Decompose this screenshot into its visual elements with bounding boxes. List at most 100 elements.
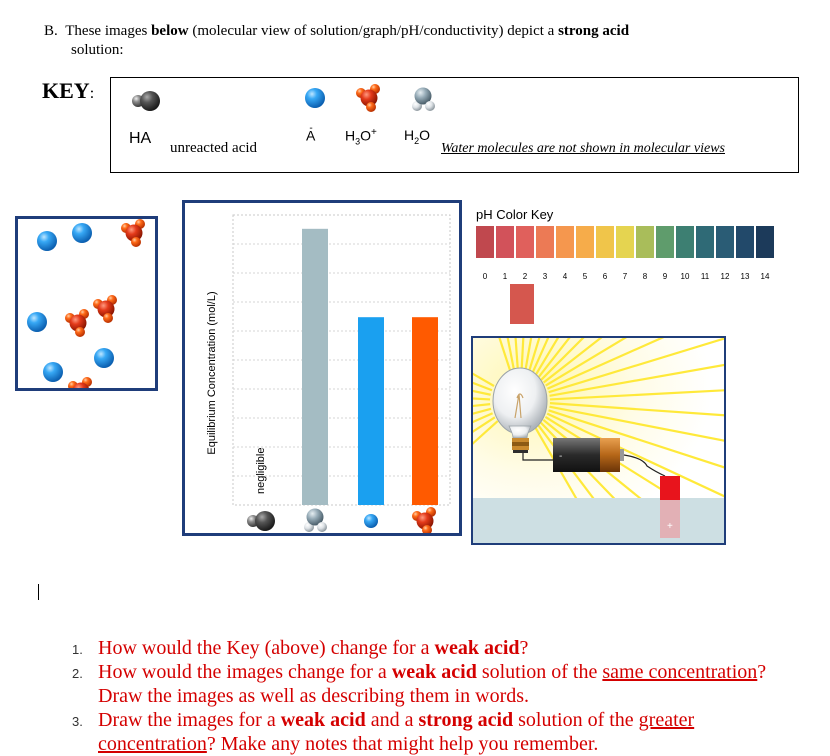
key-h3o-label: H3O+ [345,127,377,146]
question-item: 1.How would the Key (above) change for a… [72,636,812,660]
ph-swatch [656,226,674,258]
key-h2o-h: H [404,127,415,143]
light-ray [473,416,496,433]
conductivity-view: - + [471,336,726,545]
question-number: 3. [72,714,83,729]
key-a-charge: - [309,123,313,134]
question-text: solution of the [513,709,639,731]
bar-h2o [302,228,328,506]
a-minus-molecule-icon [37,231,57,251]
ph-swatch [536,226,554,258]
ph-tick-label: 2 [523,272,528,281]
key-h3o-h: H [345,127,356,144]
question-bold-below: below [151,23,189,39]
question-text: solution of the [476,661,603,683]
bar-h3o [412,317,438,505]
ph-tick-label: 6 [603,272,608,281]
question-text: and a [365,709,419,731]
electrode-plus-sign: + [667,521,673,532]
ph-swatch [716,226,734,258]
question-text: greater concentration [98,709,695,755]
ph-tick-label: 10 [681,272,690,281]
bulb-base-icon [512,438,529,453]
question-text: How would the Key (above) change for a [98,637,435,659]
key-h2o-o: O [419,127,431,143]
question-number: 2. [72,666,83,681]
ph-tick-label: 4 [563,272,568,281]
ph-swatch [476,226,494,258]
light-ray [473,420,499,445]
a-minus-axis-icon [364,514,378,528]
ph-swatch [696,226,714,258]
h2o-axis-icon [304,508,327,532]
ph-tick-label: 8 [643,272,648,281]
ph-swatch [556,226,574,258]
ph-tick-label: 11 [701,272,710,281]
ph-tick-label: 12 [721,272,730,281]
battery-minus-sign: - [559,451,562,462]
question-prefix: B. [44,23,58,39]
light-ray [549,401,724,417]
key-unreacted-label: unreacted acid [170,140,258,156]
light-ray [540,338,585,381]
question-text: ? Make any notes that might help you rem… [206,733,599,755]
key-h2o-label: H2O [404,127,430,146]
ha-molecule-icon [132,91,160,111]
question-bold-strong-acid: strong acid [558,23,630,39]
ph-swatch [516,226,534,258]
key-title-text: KEY [42,78,90,103]
ph-swatch [616,226,634,258]
h3o-molecule-icon [356,84,380,112]
ph-sample-swatch [510,284,534,324]
h3o-molecule-icon [65,309,89,337]
question-item: 2.How would the images change for a weak… [72,660,812,708]
y-axis-label: Equilibrium Concentration (mol/L) [206,291,218,454]
ph-key-title: pH Color Key [476,207,554,222]
light-ray [537,338,571,379]
light-ray [549,363,724,397]
light-ray [473,372,495,387]
question-text: weak acid [280,709,366,731]
bar-a [358,317,384,505]
key-h2o-sub: 2 [414,135,420,146]
molecular-view-canvas [27,219,145,405]
negligible-label: negligible [255,448,267,494]
light-ray [546,338,665,390]
ph-tick-label: 13 [741,272,750,281]
ha-axis-icon [247,511,275,531]
ph-tick-label: 1 [503,272,508,281]
ph-swatch [596,226,614,258]
question-text: How would the images change for a [98,661,392,683]
question-item: 3.Draw the images for a weak acid and a … [72,708,812,756]
ph-tick-label: 3 [543,272,548,281]
concentration-bar-chart: Equilibrium Concentration (mol/L) neglig… [206,214,451,535]
ph-swatch [496,226,514,258]
h3o-axis-icon [412,507,436,535]
light-ray [549,405,724,442]
conductivity-canvas: - + [473,338,724,543]
ph-tick-label: 7 [623,272,628,281]
h3o-molecule-icon [68,377,92,405]
light-ray [549,389,724,401]
ph-tick-label: 9 [663,272,668,281]
key-water-note: Water molecules are not shown in molecul… [441,141,725,156]
h3o-molecule-icon [121,219,145,247]
question-list: 1.How would the Key (above) change for a… [72,636,812,756]
question-line-2: solution: [71,42,124,58]
question-text: Draw the images for a [98,709,281,731]
ph-swatch [756,226,774,258]
light-ray [545,338,627,387]
key-ha-label: HA [129,130,152,147]
ph-tick-label: 0 [483,272,488,281]
key-box [110,77,799,173]
molecular-view [15,216,158,405]
a-minus-molecule-icon [43,362,63,382]
a-minus-molecule-icon [27,312,47,332]
light-ray [546,412,724,498]
text-cursor [38,584,39,600]
question-text: These images [65,23,152,39]
light-ray [548,409,724,469]
question-text: same concentration [602,661,758,683]
electrode-icon: + [660,476,680,538]
question-text: strong acid [418,709,514,731]
